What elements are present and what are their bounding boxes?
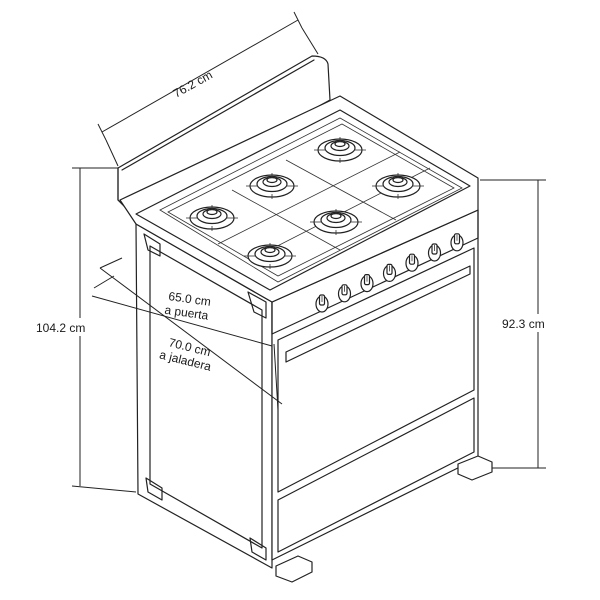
burner (186, 205, 238, 231)
burner-group (186, 137, 424, 269)
burner (244, 243, 296, 269)
control-knob[interactable] (360, 274, 374, 293)
cooktop (119, 95, 479, 303)
feet (275, 455, 493, 583)
control-knob[interactable] (315, 294, 329, 313)
control-knob[interactable] (337, 284, 352, 303)
width-label: 76.2 cm (171, 68, 215, 101)
burner (246, 173, 298, 199)
dimension-cooktop-height: 92.3 cm (480, 179, 562, 469)
control-knob[interactable] (382, 263, 397, 282)
control-knob[interactable] (405, 253, 419, 272)
burner (372, 173, 424, 199)
cooktop-height-label: 92.3 cm (502, 317, 545, 331)
total-height-label: 104.2 cm (36, 321, 85, 335)
knob-group (315, 233, 464, 313)
burner (314, 137, 366, 163)
depth-door-value: 65.0 cm (168, 289, 212, 309)
dimension-depth (91, 257, 283, 411)
depth-door-annotation: 65.0 cm a puerta (164, 289, 212, 323)
control-knob[interactable] (427, 243, 442, 262)
depth-door-note: a puerta (164, 303, 210, 323)
dimension-total-height: 104.2 cm (32, 167, 137, 493)
control-knob[interactable] (450, 233, 464, 252)
burner (310, 209, 362, 235)
side-panel (135, 223, 273, 569)
